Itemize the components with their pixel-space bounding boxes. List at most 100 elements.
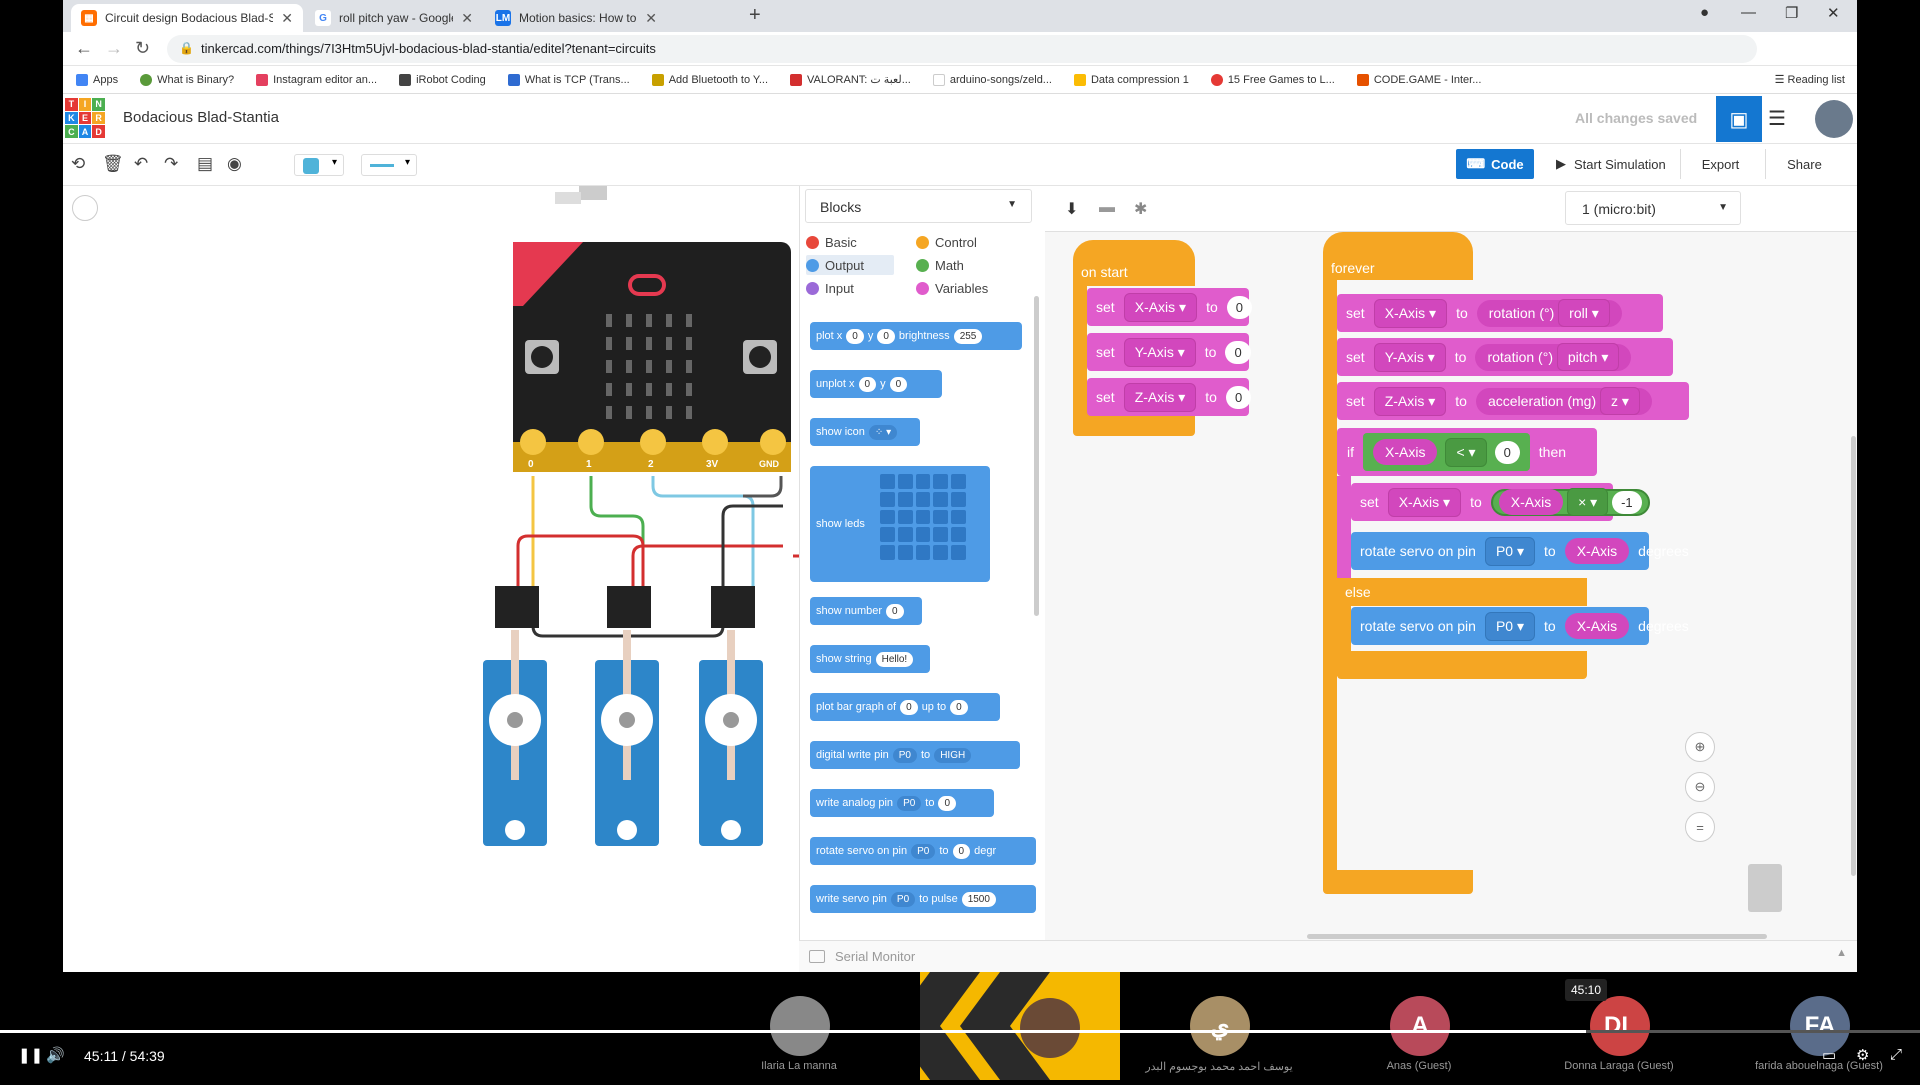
led-cell[interactable]: [951, 527, 966, 543]
rotation-reporter[interactable]: rotation (°) pitch ▾: [1475, 342, 1632, 371]
led-cell[interactable]: [915, 527, 931, 543]
led-cell[interactable]: [897, 474, 913, 489]
wire-type-picker[interactable]: ▾: [361, 154, 417, 176]
led-grid[interactable]: [880, 474, 966, 560]
variable-dropdown[interactable]: Y-Axis ▾: [1123, 337, 1196, 367]
blocks-selector[interactable]: Blocks▼: [805, 189, 1032, 223]
bookmark-bluetooth[interactable]: Add Bluetooth to Y...: [651, 73, 768, 86]
led-cell[interactable]: [933, 491, 949, 507]
download-icon[interactable]: ⬇: [1065, 201, 1079, 218]
block-value[interactable]: 0: [952, 843, 971, 859]
set-x-axis-roll-block[interactable]: set X-Axis ▾ to rotation (°) roll ▾: [1337, 294, 1663, 332]
bookmark-games[interactable]: 15 Free Games to L...: [1210, 73, 1335, 86]
tab-tinkercad[interactable]: ▦ Circuit design Bodacious Blad-St ✕: [71, 4, 303, 32]
category-math[interactable]: Math: [916, 258, 964, 273]
led-cell[interactable]: [933, 509, 949, 525]
led-cell[interactable]: [880, 545, 895, 560]
number-input[interactable]: 0: [1225, 385, 1252, 409]
operator-dropdown[interactable]: × ▾: [1567, 487, 1609, 516]
led-cell[interactable]: [951, 474, 966, 489]
chevron-up-icon[interactable]: ▲: [1836, 947, 1847, 959]
variable-reporter[interactable]: X-Axis: [1373, 439, 1438, 465]
captions-icon[interactable]: ▭: [1822, 1047, 1837, 1064]
code-button[interactable]: ⌨Code: [1456, 149, 1534, 179]
led-cell[interactable]: [897, 491, 913, 507]
value-dropdown[interactable]: HIGH: [934, 747, 972, 763]
pin-dropdown[interactable]: P0 ▾: [1484, 536, 1536, 566]
volume-icon[interactable]: 🔊: [46, 1047, 65, 1064]
led-cell[interactable]: [880, 509, 895, 525]
back-icon[interactable]: ←: [75, 38, 93, 58]
led-cell[interactable]: [951, 545, 966, 560]
workspace-hscrollbar[interactable]: [1307, 934, 1767, 939]
wires[interactable]: [516, 476, 799, 638]
code-workspace[interactable]: ⬇ ▬ ✱ 1 (micro:bit)▼ on start set X-Axis…: [1045, 186, 1857, 940]
led-cell[interactable]: [880, 474, 895, 489]
close-tab-icon[interactable]: ✕: [461, 9, 473, 26]
block-value[interactable]: 0: [889, 376, 908, 392]
pin-dropdown[interactable]: P0: [911, 843, 936, 859]
close-tab-icon[interactable]: ✕: [281, 9, 293, 26]
start-simulation-button[interactable]: ▶Start Simulation: [1550, 149, 1676, 179]
reading-list[interactable]: ☰ Reading list: [1775, 73, 1845, 86]
block-value[interactable]: 0: [886, 603, 904, 619]
led-cell[interactable]: [915, 491, 931, 507]
close-window-icon[interactable]: ✕: [1827, 5, 1840, 22]
number-input[interactable]: 0: [1225, 340, 1251, 364]
on-start-hat[interactable]: on start: [1073, 240, 1195, 286]
led-cell[interactable]: [951, 491, 966, 507]
axis-dropdown[interactable]: roll ▾: [1558, 298, 1610, 327]
close-tab-icon[interactable]: ✕: [645, 9, 657, 26]
block-show-icon[interactable]: show icon⁘ ▾: [810, 418, 920, 446]
debug-bug-icon[interactable]: ✱: [1134, 201, 1148, 218]
pin-dropdown[interactable]: P0: [897, 795, 922, 811]
variable-dropdown[interactable]: Z-Axis ▾: [1123, 382, 1197, 412]
number-input[interactable]: 0: [1226, 295, 1252, 319]
delete-icon[interactable]: 🗑: [102, 154, 124, 173]
led-cell[interactable]: [915, 474, 931, 489]
bookmark-tcp[interactable]: What is TCP (Trans...: [507, 73, 630, 86]
led-cell[interactable]: [933, 545, 949, 560]
forward-icon[interactable]: →: [105, 38, 123, 58]
variable-dropdown[interactable]: Y-Axis ▾: [1373, 342, 1446, 372]
led-cell[interactable]: [933, 474, 949, 489]
bookmark-valorant[interactable]: VALORANT: لعبة ت...: [790, 73, 911, 86]
circuit-canvas[interactable]: 0 1 2 3V GND: [63, 186, 799, 972]
blocks-scrollbar[interactable]: [1034, 296, 1039, 616]
servo-1[interactable]: [483, 586, 547, 846]
block-value[interactable]: 1500: [961, 891, 996, 907]
video-progress-bar[interactable]: [0, 1030, 1920, 1033]
if-block[interactable]: if X-Axis < ▾ 0 then: [1337, 428, 1597, 476]
bookmark-codegame[interactable]: CODE.GAME - Inter...: [1356, 73, 1481, 86]
serial-monitor-bar[interactable]: Serial Monitor▲: [799, 940, 1857, 972]
pause-icon[interactable]: ❚❚: [18, 1047, 44, 1064]
set-y-axis-pitch-block[interactable]: set Y-Axis ▾ to rotation (°) pitch ▾: [1337, 338, 1673, 376]
variable-reporter[interactable]: X-Axis: [1498, 488, 1564, 515]
led-cell[interactable]: [897, 527, 913, 543]
bookmark-binary[interactable]: What is Binary?: [140, 73, 234, 86]
participant-tile[interactable]: DL Donna Laraga (Guest): [1540, 972, 1698, 1072]
pin-dropdown[interactable]: P0 ▾: [1484, 611, 1536, 641]
operator-dropdown[interactable]: < ▾: [1445, 437, 1487, 467]
block-value[interactable]: 0: [950, 699, 968, 715]
block-value[interactable]: 0: [877, 328, 895, 344]
participant-tile[interactable]: A Anas (Guest): [1340, 972, 1498, 1072]
eye-icon[interactable]: ◉: [227, 154, 242, 173]
number-input[interactable]: 0: [1494, 440, 1520, 464]
number-input[interactable]: -1: [1612, 490, 1642, 514]
block-value[interactable]: 0: [900, 699, 918, 715]
led-cell[interactable]: [880, 527, 895, 543]
led-cell[interactable]: [933, 527, 949, 543]
set-z-axis-block[interactable]: set Z-Axis ▾ to 0: [1087, 378, 1252, 416]
microbit-board[interactable]: [513, 242, 791, 472]
block-show-leds[interactable]: show leds: [810, 466, 990, 582]
library-icon[interactable]: ▬: [1099, 199, 1115, 216]
workspace-vscrollbar[interactable]: [1851, 436, 1856, 876]
design-title[interactable]: Bodacious Blad-Stantia: [123, 109, 279, 126]
